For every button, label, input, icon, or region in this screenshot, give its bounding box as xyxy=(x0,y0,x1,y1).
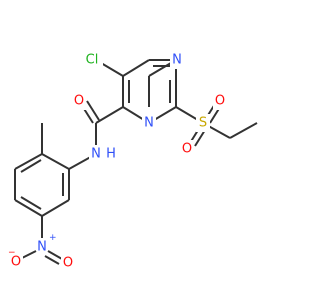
nitro-oxygen-left-charge: − xyxy=(8,248,16,258)
nitro-nitrogen-charge: + xyxy=(49,233,57,243)
nitro-nitrogen: N xyxy=(37,240,47,255)
bonds xyxy=(14,59,258,247)
bond-nitro-o-right-a xyxy=(47,250,63,260)
bond-ar-5-6 xyxy=(41,199,70,217)
sulfonyl-oxygen-top: O xyxy=(215,94,225,109)
bond-nitro-o-left xyxy=(21,250,37,259)
bond-ar-4-5 xyxy=(14,199,43,217)
bond-c4-carbonyl xyxy=(95,106,124,124)
bond-ar-2-3 xyxy=(14,153,43,170)
bond-ch2-ch3 xyxy=(229,122,258,139)
sulfur-atom: S xyxy=(199,116,207,131)
nitro-oxygen-right: O xyxy=(63,256,73,271)
pyrimidine-n3-atom: N xyxy=(144,116,154,131)
bond-c6-c5 xyxy=(122,59,150,77)
amide-nitrogen: N xyxy=(91,147,101,162)
bond-s-o-bottom-b xyxy=(194,129,206,147)
amide-hydrogen: H xyxy=(106,147,116,162)
atom-labels: Cl N N S O O O N H N + O − O xyxy=(8,51,227,272)
bond-carbonyl-o-b xyxy=(86,100,100,121)
carbonyl-oxygen: O xyxy=(74,94,84,109)
bond-nitro-o-right-b xyxy=(44,255,60,265)
bond-ar-1-2 xyxy=(41,153,70,170)
pyrimidine-n1-atom: N xyxy=(172,53,182,68)
sulfonyl-oxygen-bottom: O xyxy=(182,142,192,157)
chlorine-atom: Cl xyxy=(86,53,99,68)
bond-ar-2-3-inner xyxy=(20,159,42,173)
chemical-structure-diagram: Cl N N S O O O N H N + O − O xyxy=(8,51,258,272)
bond-ar-4-5-inner xyxy=(20,196,42,210)
nitro-oxygen-left: O xyxy=(11,255,21,270)
